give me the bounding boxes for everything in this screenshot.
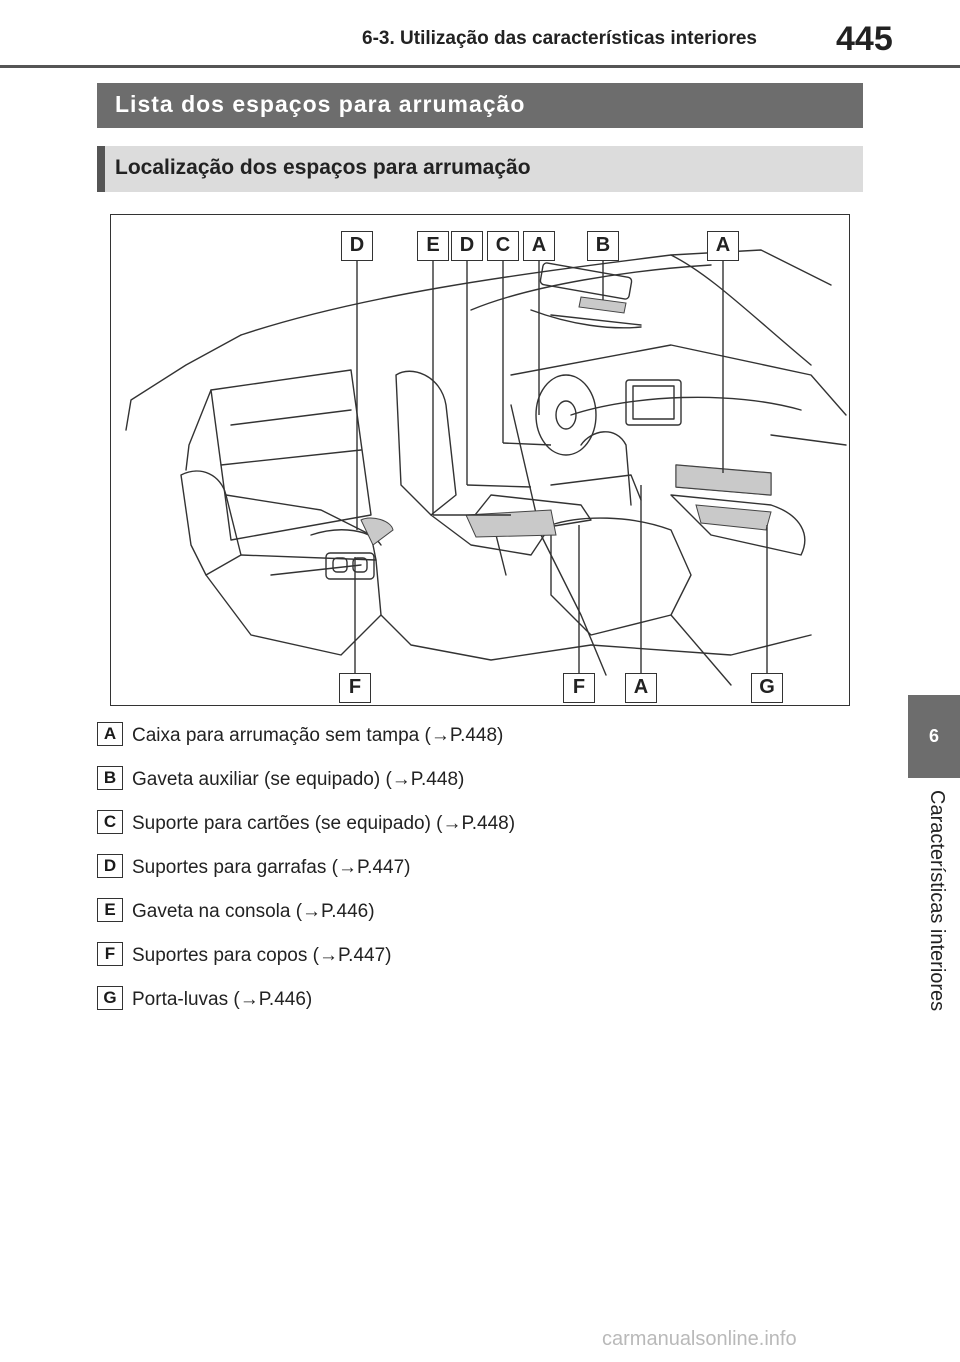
callout-a-open-tray: A xyxy=(523,231,555,261)
header-divider xyxy=(0,65,960,68)
legend-key: F xyxy=(97,942,123,966)
subsection-heading: Localização dos espaços para arrumação xyxy=(97,146,863,192)
section-heading: Lista dos espaços para arrumação xyxy=(97,83,863,128)
callout-a-lower-tray: A xyxy=(625,673,657,703)
callout-a-dash-tray: A xyxy=(707,231,739,261)
callout-b-auxiliary-box: B xyxy=(587,231,619,261)
legend-key: E xyxy=(97,898,123,922)
legend-text: Gaveta na consola (→P.446) xyxy=(132,901,375,923)
legend-key: B xyxy=(97,766,123,790)
car-interior-illustration: D E D C A B A F F A G xyxy=(110,214,850,706)
callout-f-front-cup: F xyxy=(563,673,595,703)
chapter-tab-number: 6 xyxy=(929,726,939,746)
page-number: 445 xyxy=(836,20,893,59)
legend-key: C xyxy=(97,810,123,834)
legend-text: Suporte para cartões (se equipado) (→P.4… xyxy=(132,813,515,835)
legend-text: Gaveta auxiliar (se equipado) (→P.448) xyxy=(132,769,464,791)
legend-key: G xyxy=(97,986,123,1010)
legend-text: Caixa para arrumação sem tampa (→P.448) xyxy=(132,725,503,747)
callout-e-console-drawer: E xyxy=(417,231,449,261)
section-heading-text: Lista dos espaços para arrumação xyxy=(115,91,525,117)
subsection-heading-text: Localização dos espaços para arrumação xyxy=(115,156,531,179)
callout-g-glove-box: G xyxy=(751,673,783,703)
watermark: carmanualsonline.info xyxy=(602,1328,797,1351)
callout-d-front-bottle: D xyxy=(451,231,483,261)
legend-text: Suportes para copos (→P.447) xyxy=(132,945,391,967)
chapter-section-title: 6-3. Utilização das características inte… xyxy=(362,28,757,50)
callout-c-card-holder: C xyxy=(487,231,519,261)
subsection-accent-bar xyxy=(97,146,105,192)
callout-d-rear-bottle: D xyxy=(341,231,373,261)
legend-key: D xyxy=(97,854,123,878)
legend-key: A xyxy=(97,722,123,746)
legend-text: Porta-luvas (→P.446) xyxy=(132,989,312,1011)
car-interior-drawing xyxy=(111,215,851,707)
chapter-tab: 6 xyxy=(908,695,960,778)
callout-f-rear-cup: F xyxy=(339,673,371,703)
chapter-tab-label: Características interiores xyxy=(918,790,948,1040)
legend-text: Suportes para garrafas (→P.447) xyxy=(132,857,410,879)
